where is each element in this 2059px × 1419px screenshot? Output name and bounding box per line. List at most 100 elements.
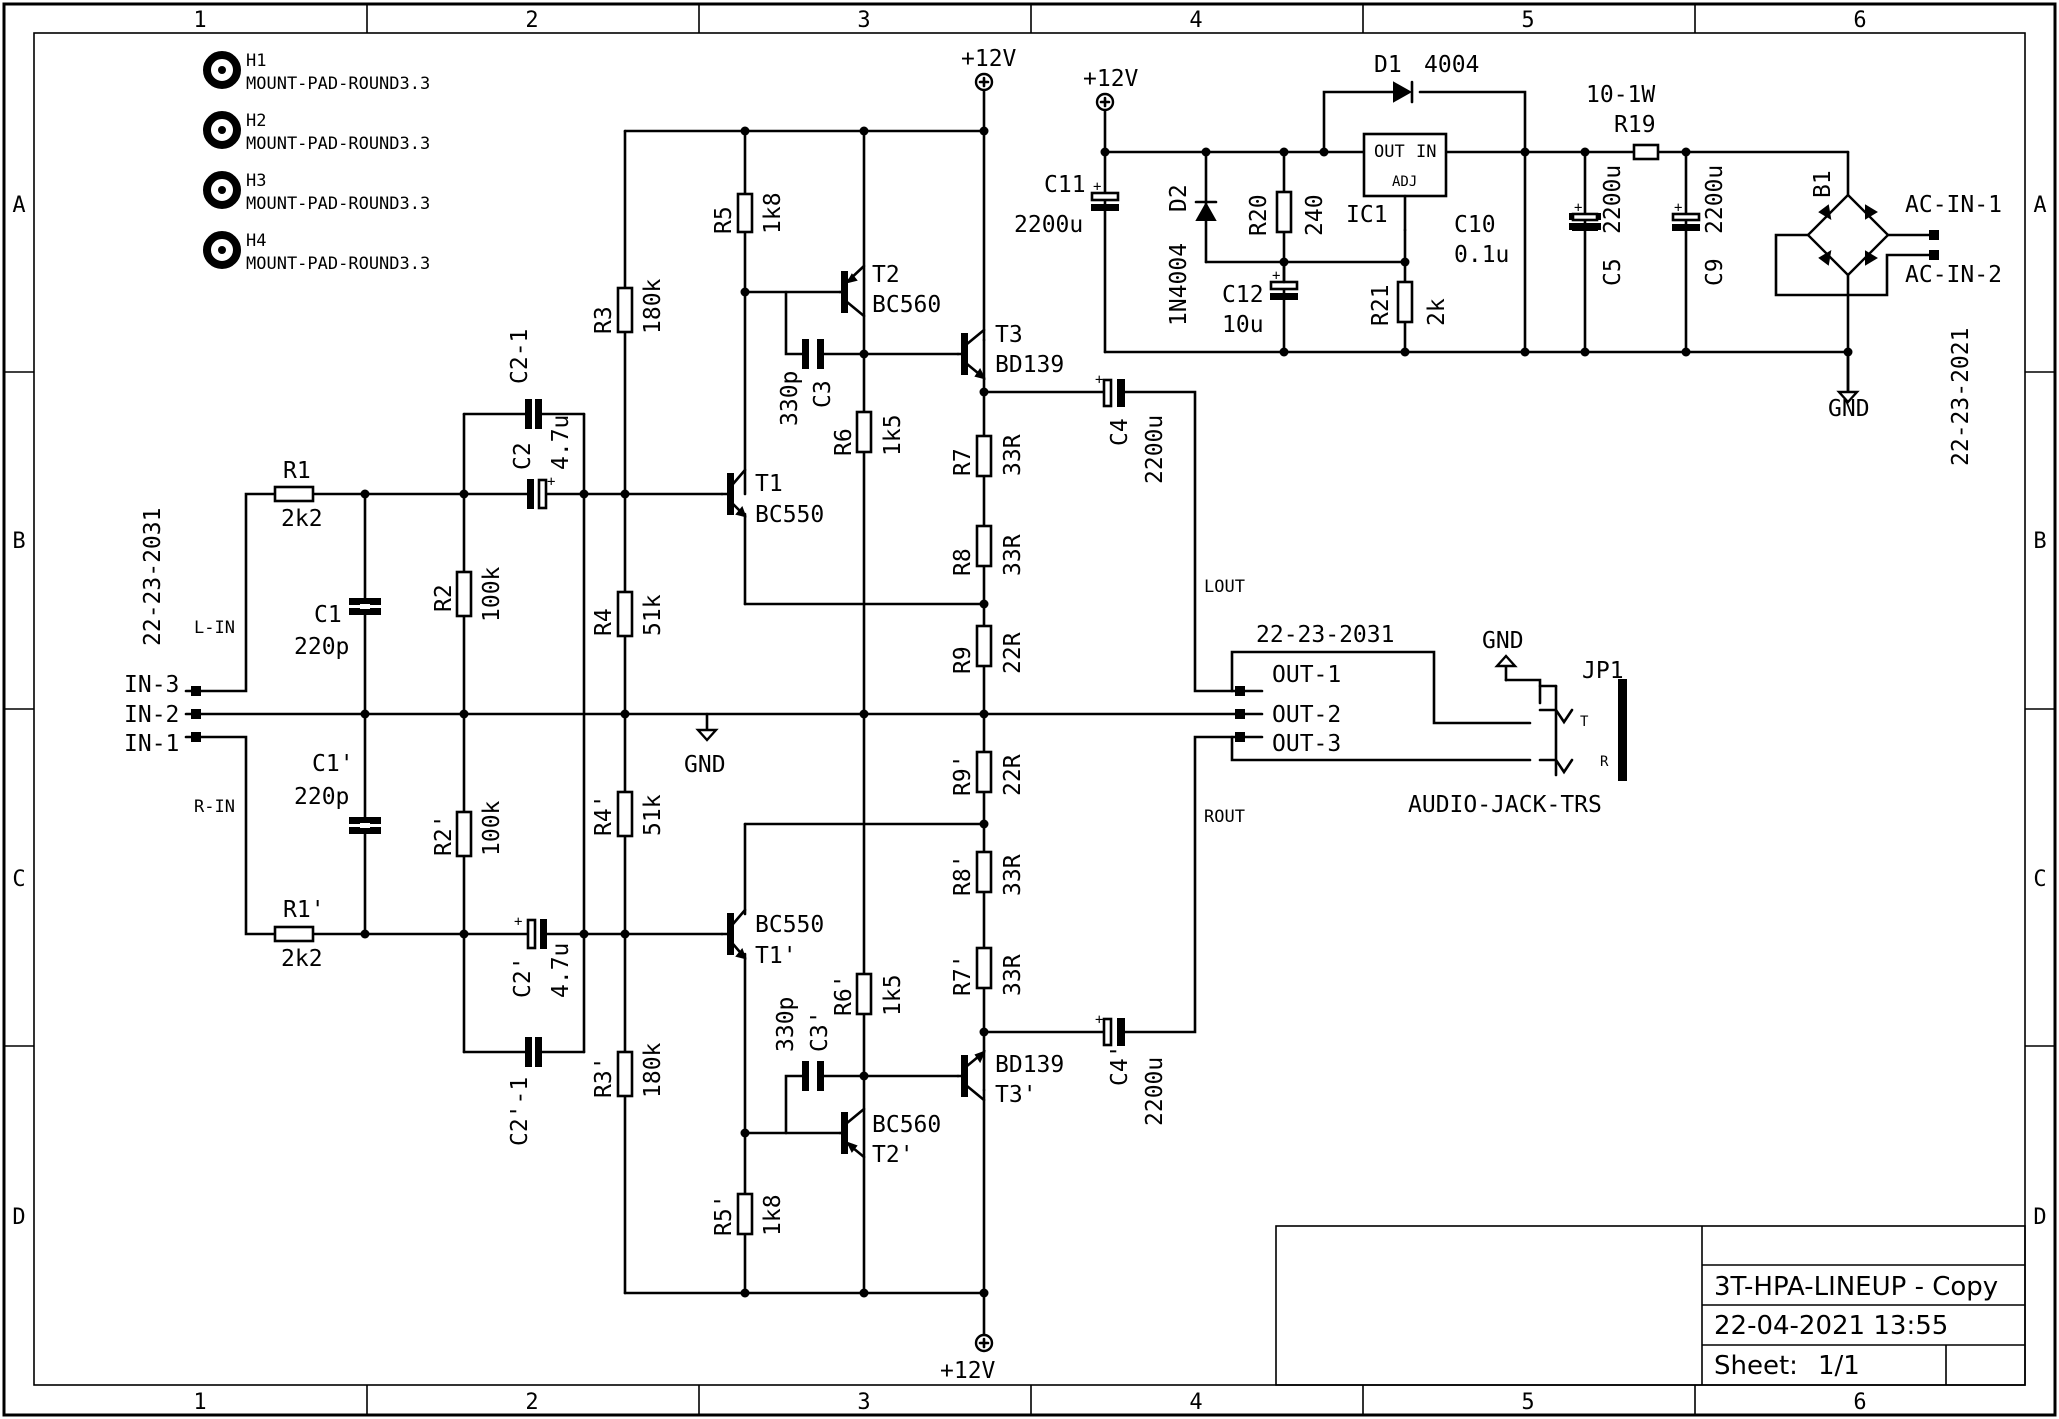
resistor-r8 — [975, 524, 993, 568]
resistor-r6 — [855, 410, 873, 454]
capacitor-c3 — [802, 339, 809, 369]
svg-text:+: + — [514, 914, 522, 930]
r6-ref: R6 — [831, 428, 857, 456]
col-label: 2 — [525, 8, 538, 33]
d2-ref: D2 — [1166, 184, 1192, 212]
r9p-value: 22R — [1000, 754, 1026, 796]
row-label: A — [2033, 193, 2046, 218]
power-supply: + + OUT IN ADJ + — [1090, 80, 1939, 324]
c1-ref: C1 — [314, 602, 342, 628]
transistor-t1p — [720, 908, 747, 960]
mount-pad-value: MOUNT-PAD-ROUND3.3 — [246, 134, 430, 154]
col-label: 1 — [193, 1390, 206, 1415]
jack-value: AUDIO-JACK-TRS — [1408, 792, 1602, 818]
r1-ref: R1 — [283, 458, 311, 484]
capacitor-c9 — [1671, 212, 1701, 222]
c1p-value: 220p — [294, 784, 349, 810]
r7p-ref: R7' — [950, 954, 976, 996]
t2-ref: T2 — [872, 262, 900, 288]
ic1-adj-pin: ADJ — [1392, 174, 1417, 190]
out1-label: OUT-1 — [1272, 662, 1341, 688]
r4-value: 51k — [640, 594, 666, 636]
r8p-value: 33R — [1000, 854, 1026, 896]
mount-pad-ref: H4 — [246, 231, 266, 251]
mount-pad-value: MOUNT-PAD-ROUND3.3 — [246, 74, 430, 94]
lin-net-label: L-IN — [194, 618, 235, 638]
resistor-r2p — [455, 810, 473, 858]
mount-pad-value: MOUNT-PAD-ROUND3.3 — [246, 254, 430, 274]
r21-value: 2k — [1424, 298, 1450, 326]
resistor-r7p — [975, 946, 993, 990]
ic1-regulator — [1362, 132, 1448, 198]
gnd-label: GND — [1828, 396, 1870, 422]
title-block: 3T-HPA-LINEUP - Copy 22-04-2021 13:55 Sh… — [1275, 1225, 2026, 1386]
t1-value: BC550 — [755, 502, 824, 528]
c2p-ref: C2' — [510, 956, 536, 998]
r7-ref: R7 — [950, 448, 976, 476]
resistor-r1 — [273, 485, 315, 503]
r19-value: 10-1W — [1586, 82, 1655, 108]
c12-ref: C12 — [1222, 282, 1264, 308]
ic1-ref: IC1 — [1346, 202, 1388, 228]
transistor-t3 — [956, 328, 986, 380]
capacitor-c4 — [1102, 378, 1113, 408]
r3-ref: R3 — [591, 306, 617, 334]
jack-t-label: T — [1580, 714, 1589, 730]
output-connector-part: 22-23-2031 — [1256, 622, 1394, 648]
mount-pad-icon — [203, 51, 241, 89]
d2-value: 1N4004 — [1166, 243, 1192, 326]
c2-1-ref: C2-1 — [507, 329, 533, 384]
mount-pads: H1 MOUNT-PAD-ROUND3.3 H2 MOUNT-PAD-ROUND… — [203, 51, 430, 274]
mount-pad-value: MOUNT-PAD-ROUND3.3 — [246, 194, 430, 214]
r2-value: 100k — [479, 566, 505, 622]
r2-ref: R2 — [431, 584, 457, 612]
ic1-out-pin: OUT — [1374, 142, 1405, 162]
c2-value: 4.7u — [548, 415, 574, 470]
c2p-1-ref: C2'-1 — [507, 1077, 533, 1146]
r5p-value: 1k8 — [760, 1194, 786, 1236]
capacitor-c4p — [1102, 1017, 1113, 1047]
resistor-r4 — [616, 590, 634, 638]
col-label: 3 — [857, 1390, 870, 1415]
ac-connector-part: 22-23-2021 — [1948, 328, 1974, 466]
output-connector — [1230, 650, 1627, 781]
resistor-r8p — [975, 850, 993, 894]
c1-value: 220p — [294, 634, 349, 660]
r9-ref: R9 — [950, 646, 976, 674]
wires-power — [1103, 90, 1934, 394]
ground-symbol-amp — [695, 712, 719, 742]
date-text: 22-04-2021 13:55 — [1714, 1311, 1948, 1341]
c10-ref: C10 — [1454, 212, 1496, 238]
resistor-r1p — [273, 925, 315, 943]
diode-d2 — [1194, 200, 1218, 221]
c12-value: 10u — [1222, 312, 1264, 338]
d1-value: 4004 — [1424, 52, 1479, 78]
r3p-ref: R3' — [591, 1056, 617, 1098]
mount-pad-ref: H3 — [246, 171, 266, 191]
power-symbols: +12V +12V +12V GND GND GND — [684, 46, 1870, 1384]
col-label: 4 — [1189, 8, 1202, 33]
gnd-label: GND — [684, 752, 726, 778]
ic1-in-pin: IN — [1416, 142, 1436, 162]
b1-ref: B1 — [1810, 170, 1836, 198]
transistors: T1 BC550 BC550 T1' T2 BC560 — [720, 262, 1064, 1168]
r19-ref: R19 — [1614, 112, 1656, 138]
gnd-label: GND — [1482, 628, 1524, 654]
r5-ref: R5 — [711, 206, 737, 234]
resistor-r3p — [616, 1050, 634, 1098]
svg-text:+: + — [1574, 200, 1582, 216]
c1p-ref: C1' — [312, 751, 354, 777]
col-label: 5 — [1521, 8, 1534, 33]
t2-value: BC560 — [872, 292, 941, 318]
sheet-value: 1/1 — [1818, 1351, 1860, 1381]
row-label: C — [2033, 867, 2046, 892]
resistor-r5 — [736, 192, 754, 234]
capacitor-c11 — [1090, 191, 1120, 202]
resistor-r6p — [855, 972, 873, 1016]
r5p-ref: R5' — [711, 1194, 737, 1236]
r6-value: 1k5 — [880, 414, 906, 456]
capacitor-c2p-1 — [525, 1037, 532, 1067]
